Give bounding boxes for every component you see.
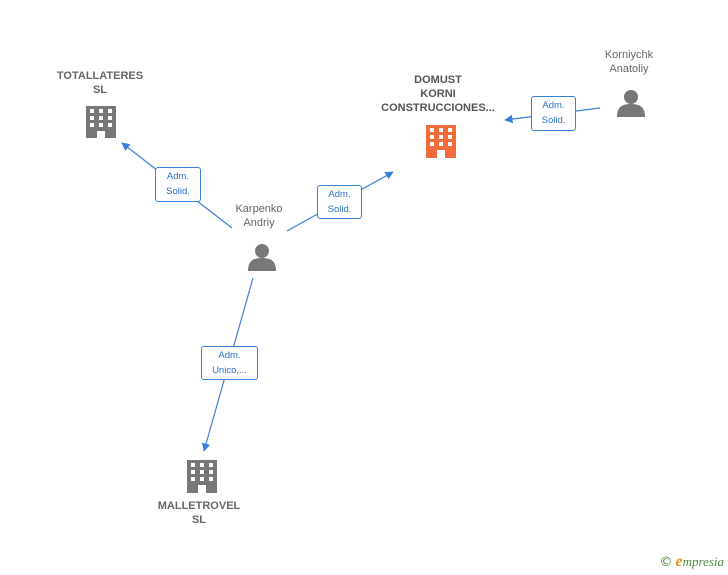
person-icon[interactable] xyxy=(248,244,276,271)
edge-label-line: Adm. xyxy=(166,171,190,182)
node-name-line: SL xyxy=(92,84,108,96)
node-name-line: Andriy xyxy=(243,217,275,229)
node-label-domust[interactable]: DOMUST KORNI CONSTRUCCIONES... xyxy=(360,73,516,115)
edge-label-korniychk-domust[interactable]: Adm. Solid. xyxy=(531,96,576,131)
building-icon[interactable] xyxy=(187,460,217,493)
edge-label-line: Solid. xyxy=(541,115,566,126)
person-icon[interactable] xyxy=(617,90,645,117)
edge-label-karpenko-malletrovel[interactable]: Adm. Unico,... xyxy=(201,346,258,380)
edge-label-karpenko-domust[interactable]: Adm. Solid. xyxy=(317,185,362,219)
edge-label-line: Adm. xyxy=(542,100,565,111)
node-name-line: TOTALLATERES xyxy=(56,70,144,82)
node-name-line: CONSTRUCCIONES... xyxy=(381,102,495,114)
edge-label-line: Solid. xyxy=(166,186,190,197)
node-name-line: Korniychk xyxy=(604,49,654,61)
edge-label-line: Adm. xyxy=(328,189,351,200)
node-label-malletrovel[interactable]: MALLETROVEL SL xyxy=(144,499,254,527)
edge-label-line: Adm. xyxy=(218,350,241,361)
node-name-line: KORNI xyxy=(420,88,456,100)
node-label-totallateres[interactable]: TOTALLATERES SL xyxy=(44,69,156,97)
node-label-karpenko[interactable]: Karpenko Andriy xyxy=(216,202,302,230)
building-icon[interactable] xyxy=(426,125,456,158)
brand-initial: e xyxy=(675,553,683,570)
node-name-line: SL xyxy=(191,514,207,526)
brand-name: mpresia xyxy=(682,554,724,569)
node-name-line: Anatoliy xyxy=(609,63,649,75)
brand-watermark: ©empresia xyxy=(659,553,724,571)
node-name-line: MALLETROVEL xyxy=(157,500,241,512)
node-name-line: Karpenko xyxy=(235,203,283,215)
copyright-symbol: © xyxy=(659,555,673,570)
building-icon[interactable] xyxy=(86,106,116,138)
node-name-line: DOMUST xyxy=(414,74,462,86)
edge-label-line: Solid. xyxy=(327,204,352,215)
edge-label-karpenko-totallateres[interactable]: Adm. Solid. xyxy=(155,167,201,202)
node-label-korniychk[interactable]: Korniychk Anatoliy xyxy=(586,48,672,76)
edge-label-line: Unico,... xyxy=(212,365,247,376)
